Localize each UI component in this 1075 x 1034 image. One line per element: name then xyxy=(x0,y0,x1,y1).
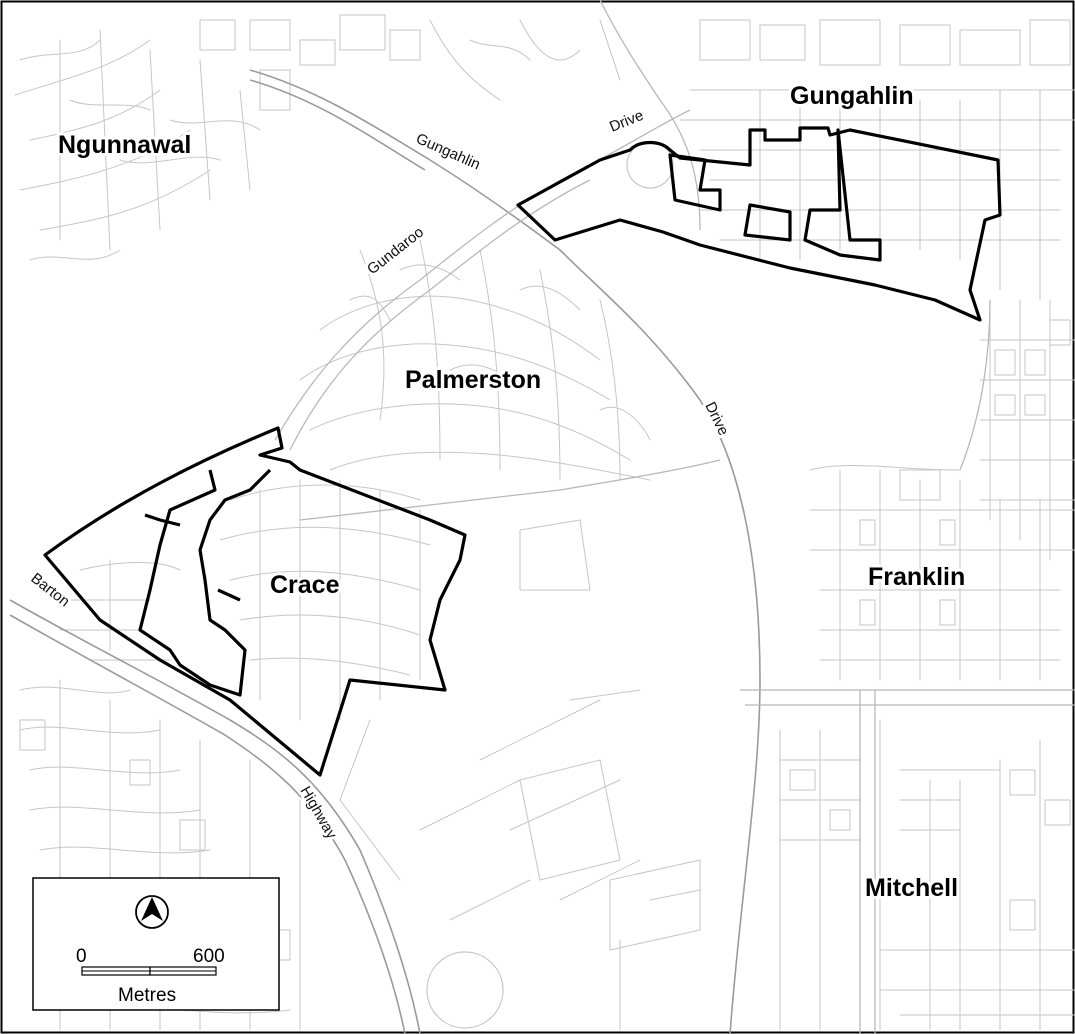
scale-bar xyxy=(81,966,217,976)
reservoir xyxy=(426,951,504,1029)
suburb-label-franklin: Franklin xyxy=(868,563,965,591)
scale-label-end: 600 xyxy=(193,946,225,967)
suburb-label-mitchell: Mitchell xyxy=(865,874,958,902)
suburb-label-crace: Crace xyxy=(270,571,340,599)
major-roads xyxy=(9,0,1075,1034)
study-area-boundaries xyxy=(43,126,1002,777)
scale-label-start: 0 xyxy=(76,946,87,967)
north-arrow-icon xyxy=(135,895,169,929)
suburb-label-palmerston: Palmerston xyxy=(405,366,541,394)
suburb-labels: Ngunnawal Gungahlin Palmerston Crace Fra… xyxy=(55,79,968,905)
scale-unit-label: Metres xyxy=(118,985,176,1006)
suburb-label-gungahlin: Gungahlin xyxy=(790,82,914,110)
gungahlin-boundary xyxy=(516,126,1002,322)
legend-box: 0 600 Metres xyxy=(32,877,280,1011)
suburb-label-ngunnawal: Ngunnawal xyxy=(58,131,191,159)
crace-boundary xyxy=(43,426,467,777)
